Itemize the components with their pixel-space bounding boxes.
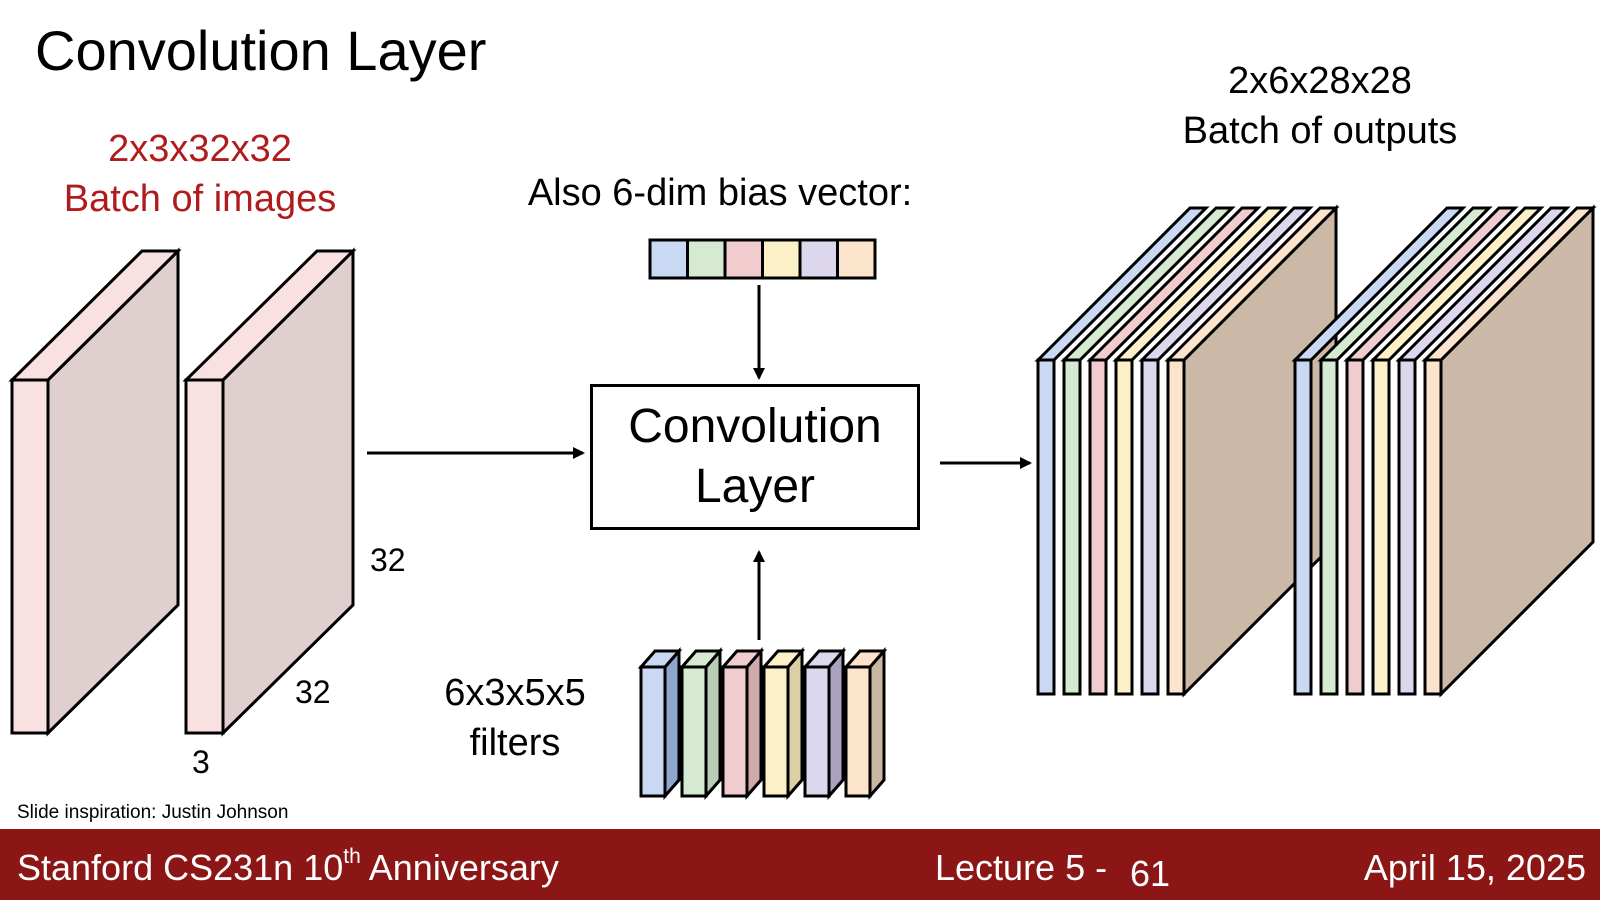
bias-cell-2	[686, 238, 727, 280]
output-volume-2	[1291, 204, 1597, 698]
bias-cell-5	[798, 238, 839, 280]
output-2-slice-6-front	[1423, 358, 1443, 696]
filter-2-front	[680, 665, 708, 798]
convolution-layer-box: Convolution Layer	[590, 384, 920, 530]
output-1-slice-1	[1034, 206, 1210, 696]
bias-cell-4	[761, 238, 802, 280]
input-image-1-front	[10, 378, 50, 735]
outputs-caption: Batch of outputs	[1182, 110, 1458, 152]
outputs-dims-label: 2x6x28x28	[1228, 60, 1412, 102]
output-1-slice-5	[1138, 206, 1314, 696]
footer-page-number: 61	[1130, 853, 1171, 894]
bias-cell-6	[836, 238, 877, 280]
output-1-slice-6-front	[1166, 358, 1186, 696]
conv-box-line1: Convolution	[628, 400, 882, 453]
filter-2	[678, 647, 724, 800]
footer-course-sup: th	[343, 845, 361, 868]
output-1-slice-2	[1060, 206, 1236, 696]
input-image-2-front	[184, 378, 225, 735]
output-2-slice-5-front	[1397, 358, 1417, 696]
slide-credit: Slide inspiration: Justin Johnson	[17, 802, 289, 823]
output-1-slice-4	[1112, 206, 1288, 696]
bias-caption: Also 6-dim bias vector:	[527, 172, 913, 214]
output-1-slice-5-front	[1140, 358, 1160, 696]
output-1-slice-6	[1164, 206, 1340, 696]
filter-6	[842, 647, 888, 800]
filter-1	[637, 647, 683, 800]
inputs-caption: Batch of images	[63, 178, 337, 220]
footer-course-name: Stanford CS231n 10	[17, 847, 344, 888]
filter-4-side	[786, 647, 804, 800]
slide-title: Convolution Layer	[35, 19, 487, 82]
filter-6-side	[868, 647, 886, 800]
output-2-slice-1	[1291, 206, 1467, 696]
filter-5-side	[827, 647, 845, 800]
filter-3-side	[745, 647, 763, 800]
output-2-slice-5	[1395, 206, 1571, 696]
output-1-slice-2-front	[1062, 358, 1082, 696]
output-1-slice-1-front	[1036, 358, 1056, 696]
output-2-slice-1-front	[1293, 358, 1313, 696]
filters-caption: filters	[469, 722, 561, 764]
filter-1-side	[663, 647, 681, 800]
output-volume-1	[1034, 204, 1340, 698]
input-image-1	[8, 247, 182, 737]
output-2-slice-4	[1369, 206, 1545, 696]
footer-course-suffix: Anniversary	[360, 847, 559, 888]
output-2-slice-3-front	[1345, 358, 1365, 696]
filter-4	[760, 647, 806, 800]
filter-4-front	[762, 665, 790, 798]
footer-lecture: Lecture 5 -	[935, 847, 1108, 888]
output-2-slice-6	[1421, 206, 1597, 696]
output-2-slice-4-front	[1371, 358, 1391, 696]
footer-course: Stanford CS231n 10th Anniversary	[17, 845, 559, 889]
bias-cell-1	[648, 238, 689, 280]
filter-5	[801, 647, 847, 800]
output-2-slice-2-front	[1319, 358, 1339, 696]
bias-cell-3	[723, 238, 764, 280]
input-height-label: 32	[370, 542, 406, 578]
footer-date: April 15, 2025	[1363, 847, 1586, 888]
filter-1-front	[639, 665, 667, 798]
input-width-label: 32	[295, 674, 331, 710]
bias-vector	[648, 238, 877, 280]
filters-stack	[637, 647, 888, 800]
output-1-slice-3-front	[1088, 358, 1108, 696]
filters-dims-label: 6x3x5x5	[444, 672, 586, 714]
output-1-slice-4-front	[1114, 358, 1134, 696]
filter-3	[719, 647, 765, 800]
filter-6-front	[844, 665, 872, 798]
output-1-slice-3	[1086, 206, 1262, 696]
input-image-2	[182, 247, 357, 737]
output-2-slice-2	[1317, 206, 1493, 696]
conv-box-line2: Layer	[694, 460, 816, 513]
filter-5-front	[803, 665, 831, 798]
footer-bar: Stanford CS231n 10th Anniversary Lecture…	[0, 829, 1600, 900]
inputs-dims-label: 2x3x32x32	[108, 128, 292, 170]
filter-2-side	[704, 647, 722, 800]
output-2-slice-3	[1343, 206, 1519, 696]
filter-3-front	[721, 665, 749, 798]
input-channels-label: 3	[192, 744, 210, 780]
